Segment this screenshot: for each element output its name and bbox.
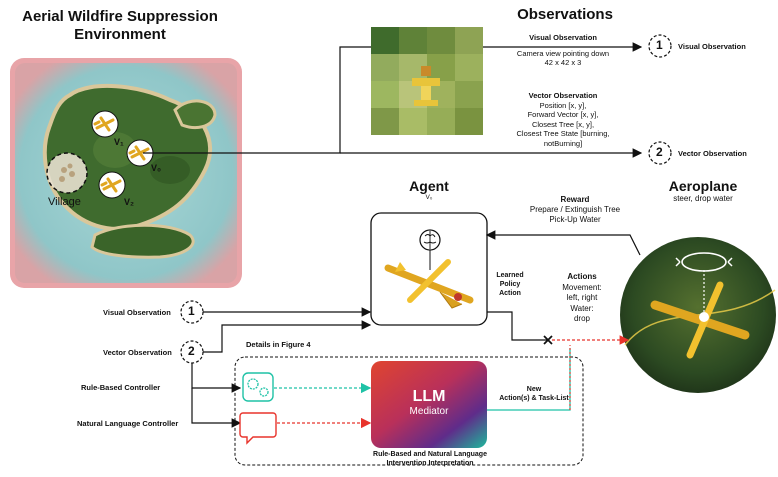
vector-to-rule-line <box>191 363 242 393</box>
actions-line: left, right <box>566 293 598 302</box>
env-to-observations-line <box>143 46 371 154</box>
actions-line: Movement: <box>562 282 602 292</box>
rule-based-label: Rule-Based Controller <box>81 383 161 392</box>
actions-heading: Actions <box>567 272 597 281</box>
vector-obs-line: notBurning] <box>543 138 583 148</box>
reward-line1: Prepare / Extinguish Tree <box>529 205 621 214</box>
llm-text: LLM Mediator <box>371 388 487 417</box>
vector-obs-desc: Vector Observation Position [x, y], Forw… <box>493 91 633 148</box>
llm-sub: Mediator <box>409 406 449 417</box>
actions-line: Water: <box>570 303 594 313</box>
out-visual-label: Visual Observation <box>678 42 746 51</box>
block-cross-icon <box>543 335 553 345</box>
actions-line: drop <box>573 314 590 323</box>
env-title: Aerial Wildfire Suppression Environment <box>10 8 230 44</box>
details-container <box>234 356 584 466</box>
out-vector-number: 2 <box>656 145 663 159</box>
caption-line2: Intervention Interpretation <box>386 459 474 467</box>
observations-title: Observations <box>517 6 613 23</box>
caption-line1: Rule-Based and Natural Language <box>373 451 487 458</box>
details-label: Details in Figure 4 <box>246 340 311 349</box>
visual-obs-line2: 42 x 42 x 3 <box>544 58 582 67</box>
environment-map <box>10 58 242 288</box>
agent-v2-label: V₂ <box>124 197 135 207</box>
intervention-caption: Rule-Based and Natural Language Interven… <box>360 451 500 468</box>
aeroplane-title-text: Aeroplane <box>668 178 738 194</box>
env-title-line2: Environment <box>74 26 166 43</box>
agent-v1-label: V₁ <box>114 137 124 147</box>
learned-policy-line: Policy <box>499 281 521 288</box>
reward-arrow <box>485 230 641 256</box>
new-actions-label: New Action(s) & Task-List <box>494 386 574 403</box>
new-actions-line2: Action(s) & Task-List <box>499 394 569 402</box>
agent-title-text: Agent <box>409 178 449 194</box>
reward-line2: Pick-Up Water <box>549 215 601 224</box>
agent-v2-marker <box>98 171 126 199</box>
vector-obs-line: Closest Tree State [burning, <box>516 129 610 138</box>
in-vector-number: 2 <box>188 344 195 358</box>
agent-sub: V₀ <box>425 194 433 201</box>
learned-policy-line: Learned <box>496 272 524 279</box>
learned-policy-line: Action <box>499 290 521 297</box>
visual-obs-line1: Camera view pointing down <box>516 48 610 58</box>
vector-obs-heading: Vector Observation <box>528 91 598 100</box>
agent-v0-label: V₀ <box>151 163 162 173</box>
new-actions-line1: New <box>526 386 542 393</box>
llm-title: LLM <box>412 388 446 405</box>
aeroplane-image <box>620 237 776 393</box>
vector-obs-line: Position [x, y], <box>539 100 587 110</box>
natural-language-label: Natural Language Controller <box>77 419 179 428</box>
out-visual-circle <box>648 34 672 58</box>
out-vector-label: Vector Observation <box>678 149 747 158</box>
in-vector-label: Vector Observation <box>103 348 172 357</box>
village-label: Village <box>48 196 81 208</box>
camera-view-image <box>371 27 483 135</box>
reward-text: Reward Prepare / Extinguish Tree Pick-Up… <box>520 195 630 225</box>
reward-heading: Reward <box>560 195 590 204</box>
in-visual-label: Visual Observation <box>103 308 171 317</box>
vector-to-agent-arrow <box>203 320 372 353</box>
rule-based-gears-icon <box>242 372 274 402</box>
actions-text: Actions Movement: left, right Water: dro… <box>552 272 612 325</box>
agent-title: Agent V₀ <box>394 178 464 201</box>
in-visual-number: 1 <box>188 304 195 318</box>
agent-v1-marker <box>91 110 119 138</box>
env-title-line1: Aerial Wildfire Suppression <box>22 8 218 25</box>
aeroplane-sub: steer, drop water <box>673 194 733 203</box>
out-vector-circle <box>648 141 672 165</box>
out-visual-number: 1 <box>656 38 663 52</box>
vector-obs-line: Forward Vector [x, y], <box>527 110 599 119</box>
llm-box <box>371 361 487 448</box>
brain-icon <box>419 229 441 270</box>
village-marker <box>46 152 88 194</box>
learned-policy-label: Learned Policy Action <box>490 271 530 298</box>
agent-v0-marker <box>126 139 154 167</box>
visual-obs-desc: Visual Observation Camera view pointing … <box>493 33 633 68</box>
agent-plane-icon <box>384 259 474 309</box>
vector-obs-line: Closest Tree [x, y], <box>531 119 595 129</box>
vector-to-nl-line <box>191 388 242 428</box>
visual-obs-heading: Visual Observation <box>529 33 597 42</box>
policy-action-line <box>487 311 548 341</box>
aeroplane-title: Aeroplane steer, drop water <box>653 178 753 203</box>
speech-bubble-icon <box>239 412 277 445</box>
